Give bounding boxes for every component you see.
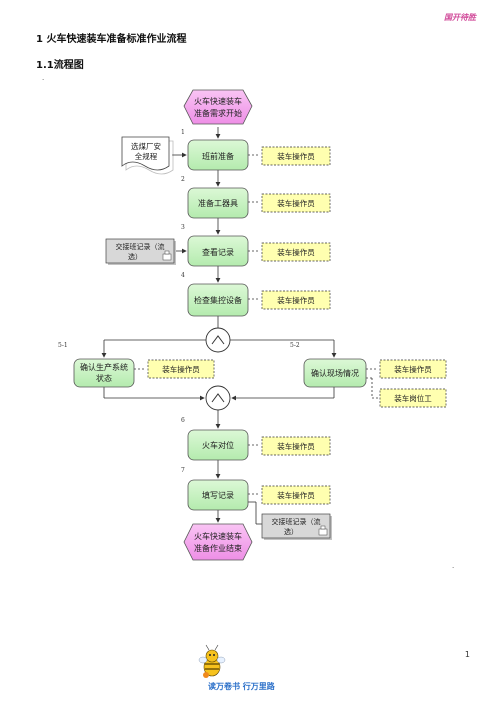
step-number: 3 (181, 224, 185, 231)
step-confirm-system-status: 确认生产系统 状态 (73, 358, 135, 388)
end-label-1: 火车快速装车 (194, 531, 242, 541)
role-operator: 装车操作员 (261, 146, 331, 166)
step-prepare-tools: 准备工器具 (187, 187, 249, 219)
step-number: 2 (181, 176, 185, 183)
document-handover-record: 交接班记录（流 选） (105, 238, 176, 265)
step-check-control-equipment: 检查集控设备 (187, 283, 249, 317)
header-brand: 国开待胜 (444, 13, 476, 22)
role-post-worker: 装车岗位工 (379, 388, 447, 408)
branch-number: 5-1 (58, 342, 68, 349)
step-label: 班前准备 (202, 151, 234, 161)
start-label-2: 准备需求开始 (194, 108, 242, 118)
merge-gateway (205, 385, 231, 411)
branch-number: 5-2 (290, 342, 300, 349)
section-subheading: 1.1流程图 (36, 60, 84, 71)
flow-start: 火车快速装车 准备需求开始 (183, 89, 253, 125)
step-confirm-site-condition: 确认现场情况 (303, 358, 367, 388)
step-label: 检查集控设备 (194, 295, 242, 305)
role-label: 装车操作员 (277, 247, 315, 257)
step-label: 填写记录 (202, 490, 234, 500)
role-label: 装车操作员 (394, 364, 432, 374)
role-label: 装车操作员 (277, 198, 315, 208)
step-fill-records: 填写记录 (187, 479, 249, 511)
branch-label-line: 状态 (96, 373, 112, 383)
step-label: 准备工器具 (198, 198, 238, 208)
step-number: 6 (181, 417, 185, 424)
end-label-2: 准备作业结束 (194, 543, 242, 553)
role-operator: 装车操作员 (379, 359, 447, 379)
document-label-line: 交接班记录（流 (272, 517, 321, 526)
role-operator: 装车操作员 (261, 242, 331, 262)
role-operator: 装车操作员 (261, 485, 331, 505)
decorative-dot: . (452, 562, 455, 570)
split-gateway (205, 327, 231, 353)
role-operator: 装车操作员 (147, 359, 215, 379)
role-operator: 装车操作员 (261, 290, 331, 310)
decorative-dot: . (42, 74, 45, 82)
document-label-line: 选） (284, 527, 298, 536)
role-operator: 装车操作员 (261, 436, 331, 456)
step-label: 查看记录 (202, 247, 234, 257)
step-number: 4 (181, 272, 185, 279)
document-label-line: 选煤厂安 (131, 141, 161, 151)
start-label-1: 火车快速装车 (194, 96, 242, 106)
role-label: 装车操作员 (277, 151, 315, 161)
role-label: 装车操作员 (277, 441, 315, 451)
step-shift-prep: 班前准备 (187, 139, 249, 171)
document-safety-procedure: 选煤厂安 全规程 (121, 136, 174, 175)
step-label: 火车对位 (202, 440, 234, 450)
section-heading: 1 火车快速装车准备标准作业流程 (36, 34, 187, 45)
bee-mascot-logo (198, 644, 226, 678)
step-number: 1 (181, 129, 185, 136)
role-label: 装车操作员 (277, 490, 315, 500)
page-number: 1 (464, 650, 470, 659)
flow-end: 火车快速装车 准备作业结束 (183, 523, 253, 561)
step-number: 7 (181, 467, 185, 474)
branch-label: 确认现场情况 (311, 368, 359, 378)
document-label-line: 全规程 (135, 151, 158, 161)
document-handover-record: 交接班记录（流 选） (261, 513, 332, 540)
role-operator: 装车操作员 (261, 193, 331, 213)
printer-icon (318, 525, 328, 536)
step-train-positioning: 火车对位 (187, 429, 249, 461)
document-label-line: 选） (128, 252, 142, 261)
step-check-records: 查看记录 (187, 235, 249, 267)
document-label-line: 交接班记录（流 (116, 242, 165, 251)
role-label: 装车岗位工 (394, 393, 432, 403)
branch-label-line: 确认生产系统 (80, 362, 128, 372)
printer-icon (162, 250, 172, 261)
footer-slogan: 读万卷书 行万里路 (208, 682, 275, 691)
role-label: 装车操作员 (162, 364, 200, 374)
role-label: 装车操作员 (277, 295, 315, 305)
